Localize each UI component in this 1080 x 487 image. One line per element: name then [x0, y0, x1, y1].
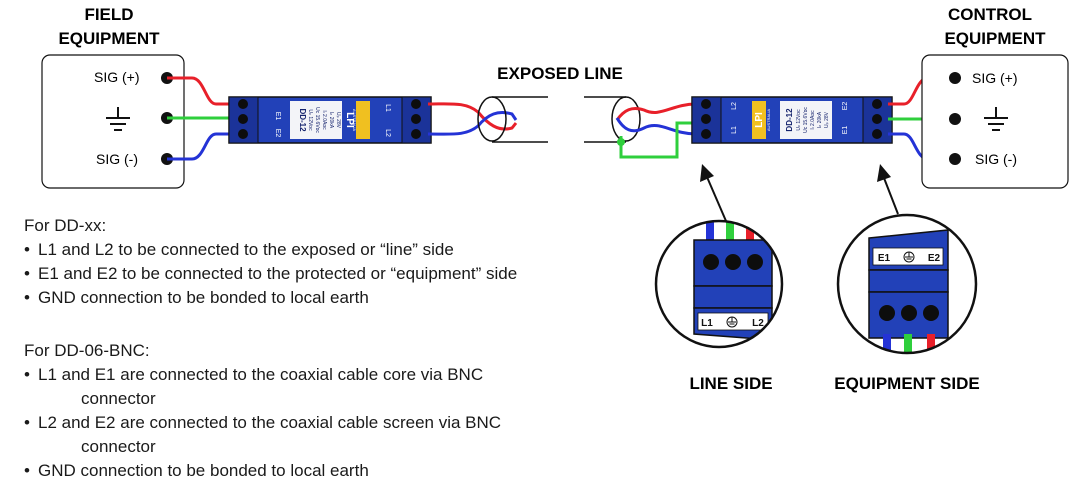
- left-terminal-l1: L1: [384, 104, 391, 112]
- exposed-line-cable: [477, 96, 641, 143]
- left-module-brand-sub: AUSTRALIA: [352, 109, 357, 132]
- field-equipment-title-line1: FIELD: [84, 5, 133, 24]
- note-item: GND connection to be bonded to local ear…: [24, 286, 517, 310]
- surge-protector-left: E1 E2 L1 L2 DD-12 Uₙ 12Vᴅᴄ Uᴄ 15.6Vᴅᴄ Iₗ…: [228, 96, 432, 144]
- right-module-brand-sub: AUSTRALIA: [766, 109, 771, 132]
- control-equipment-title-line2: EQUIPMENT: [944, 29, 1046, 48]
- field-equipment-box: [41, 54, 185, 189]
- wire-red-field: [167, 76, 232, 106]
- right-module-screw: [872, 129, 882, 139]
- control-sig-neg-label: SIG (-): [975, 151, 1017, 167]
- screen-earth-junction: [617, 138, 625, 146]
- note-item: L1 and E1 are connected to the coaxial c…: [24, 363, 606, 411]
- left-module-screw: [411, 129, 421, 139]
- right-module-spec-5: Uₚ 28V: [824, 111, 830, 128]
- right-module-spec-2: Uᴄ 15.6Vᴅᴄ: [803, 107, 809, 133]
- line-side-detail: L1 L2: [654, 219, 784, 349]
- earth-ground-icon: [903, 251, 915, 263]
- note-item: L2 and E2 are connected to the coaxial c…: [24, 411, 606, 459]
- equipment-side-screw: [879, 305, 895, 321]
- right-terminal-l1: L1: [731, 126, 738, 134]
- equipment-side-detail: E1 E2: [836, 213, 978, 355]
- wire-green-screen: [619, 121, 696, 159]
- right-module-brand: LPI: [754, 112, 765, 128]
- control-terminal-gnd: [949, 113, 961, 125]
- line-side-terminal-l1: L1: [701, 318, 713, 329]
- note-item: GND connection to be bonded to local ear…: [24, 459, 606, 483]
- left-module-screw: [238, 99, 248, 109]
- left-module-spec-5: Uₚ 28V: [335, 112, 341, 129]
- exposed-line-label: EXPOSED LINE: [497, 64, 623, 83]
- note-item-line: L1 and E1 are connected to the coaxial c…: [38, 365, 484, 384]
- right-module-screw: [701, 99, 711, 109]
- wire-blue-field: [167, 132, 232, 161]
- control-sig-pos-label: SIG (+): [972, 70, 1018, 86]
- right-module-spec-4: Iₙ 20kA: [817, 111, 823, 128]
- pointer-arrow-equipment-side: [877, 164, 899, 215]
- wire-red-right-cable: [615, 102, 697, 121]
- note-item: L1 and L2 to be connected to the exposed…: [24, 238, 517, 262]
- notes-dd-xx-heading: For DD-xx:: [24, 216, 107, 235]
- control-terminal-neg: [949, 153, 961, 165]
- wire-red-left-cable: [427, 102, 518, 131]
- field-equipment-title-line2: EQUIPMENT: [58, 29, 160, 48]
- note-item-line: GND connection to be bonded to local ear…: [38, 461, 369, 480]
- equipment-side-screw: [923, 305, 939, 321]
- right-module-screw: [872, 99, 882, 109]
- control-terminal-pos: [949, 72, 961, 84]
- earth-ground-icon: [984, 107, 1008, 131]
- right-terminal-l2: L2: [731, 102, 738, 110]
- left-module-model: DD-12: [298, 108, 307, 132]
- right-module-screw: [872, 114, 882, 124]
- note-item-continuation: connector: [81, 437, 156, 456]
- line-side-screw: [725, 254, 741, 270]
- wire-blue-right-cable: [615, 117, 697, 136]
- left-module-brand: LPI: [344, 112, 355, 128]
- earth-ground-icon: [106, 107, 130, 131]
- line-side-screw: [703, 254, 719, 270]
- left-terminal-e2: E2: [274, 129, 281, 138]
- right-module-spec-1: Uₙ 12Vᴅᴄ: [796, 109, 802, 131]
- left-module-spec-2: Uᴄ 15.6Vᴅᴄ: [314, 107, 320, 133]
- left-module-screw: [238, 129, 248, 139]
- line-side-screw: [747, 254, 763, 270]
- notes-bnc-heading: For DD-06-BNC:: [24, 341, 150, 360]
- left-module-spec-4: Iₙ 20kA: [328, 112, 334, 129]
- left-module-screw: [411, 99, 421, 109]
- equipment-side-terminal-e2: E2: [928, 253, 941, 264]
- left-terminal-e1: E1: [274, 112, 281, 121]
- right-terminal-e2: E2: [842, 102, 849, 111]
- surge-protector-right: L1 L2 E1 E2 LPI AUSTRALIA DD-12 Uₙ 12Vᴅᴄ…: [691, 96, 893, 144]
- equipment-side-terminal-e1: E1: [878, 253, 891, 264]
- equipment-side-screw: [901, 305, 917, 321]
- notes-dd-06-bnc: For DD-06-BNC: L1 and E1 are connected t…: [24, 339, 606, 483]
- right-module-model: DD-12: [785, 108, 794, 132]
- left-module-spec-1: Uₙ 12Vᴅᴄ: [307, 109, 313, 131]
- left-module-screw: [238, 114, 248, 124]
- field-sig-neg-label: SIG (-): [96, 151, 138, 167]
- equipment-side-label: EQUIPMENT SIDE: [834, 374, 979, 393]
- note-item: E1 and E2 to be connected to the protect…: [24, 262, 517, 286]
- line-side-terminal-l2: L2: [752, 318, 764, 329]
- left-terminal-l2: L2: [384, 129, 391, 137]
- field-sig-pos-label: SIG (+): [94, 69, 140, 85]
- left-module-spec-3: Iₗ 2.0Aᴅᴄ: [321, 110, 327, 130]
- pointer-arrow-line-side: [700, 164, 727, 222]
- note-item-continuation: connector: [81, 389, 156, 408]
- right-module-screw: [701, 114, 711, 124]
- line-side-label: LINE SIDE: [689, 374, 772, 393]
- control-equipment-title-line1: CONTROL: [948, 5, 1032, 24]
- right-module-screw: [701, 129, 711, 139]
- right-module-spec-3: Iₗ 2.0Aᴅᴄ: [810, 110, 816, 130]
- left-module-screw: [411, 114, 421, 124]
- right-terminal-e1: E1: [842, 126, 849, 135]
- notes-dd-xx: For DD-xx: L1 and L2 to be connected to …: [24, 214, 517, 310]
- note-item-line: L2 and E2 are connected to the coaxial c…: [38, 413, 502, 432]
- wire-blue-left-cable: [427, 111, 518, 136]
- earth-ground-icon: [726, 316, 738, 328]
